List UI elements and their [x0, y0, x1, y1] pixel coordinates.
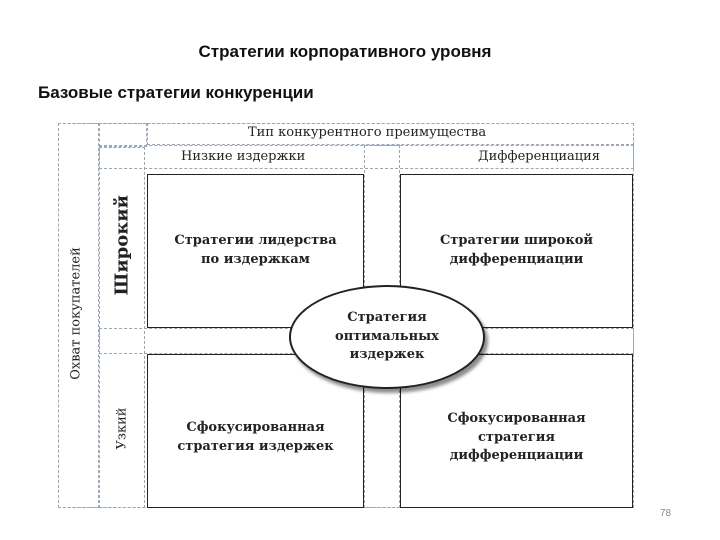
cell-focused-differentiation-line-3: дифференциации: [449, 448, 584, 464]
cell-focused-differentiation-line-2: стратегия: [477, 429, 555, 445]
column-header-low-cost: Низкие издержки: [181, 149, 306, 164]
cell-focused-cost-line-1: Сфокусированная: [186, 420, 325, 436]
center-best-cost-strategy: Стратегия оптимальных издержек: [289, 285, 485, 389]
cell-cost-leadership-line-2: по издержкам: [201, 252, 310, 267]
row-label-narrow: Узкий: [114, 407, 130, 450]
center-line-1: Стратегия: [347, 309, 427, 325]
cell-focused-cost-line-2: стратегия издержек: [177, 439, 334, 454]
header-advantage-type: Тип конкурентного преимущества: [248, 125, 487, 140]
cell-cost-leadership-line-1: Стратегии лидерства: [174, 233, 337, 249]
row-axis-label: Охват покупателей: [68, 247, 84, 380]
frame-header-corner: [99, 123, 147, 147]
frame-left-column: [58, 123, 99, 508]
column-header-differentiation: Дифференциация: [478, 149, 600, 164]
cell-focused-differentiation-line-1: Сфокусированная: [447, 410, 586, 426]
center-line-3: издержек: [349, 347, 425, 363]
cell-focused-cost: Сфокусированная стратегия издержек: [147, 354, 364, 508]
row-label-broad: Широкий: [111, 195, 133, 296]
frame-row-label-column: [99, 147, 145, 508]
page-number: 78: [660, 508, 672, 519]
slide-subtitle: Базовые стратегии конкуренции: [38, 83, 314, 102]
cell-broad-differentiation-line-1: Стратегии широкой: [439, 233, 594, 249]
center-line-2: оптимальных: [335, 328, 439, 344]
frame-header-top: [147, 123, 634, 145]
slide-title: Стратегии корпоративного уровня: [198, 42, 492, 61]
cell-cost-leadership: Стратегии лидерства по издержкам: [147, 174, 364, 328]
cell-broad-differentiation-line-2: дифференциации: [449, 252, 584, 267]
